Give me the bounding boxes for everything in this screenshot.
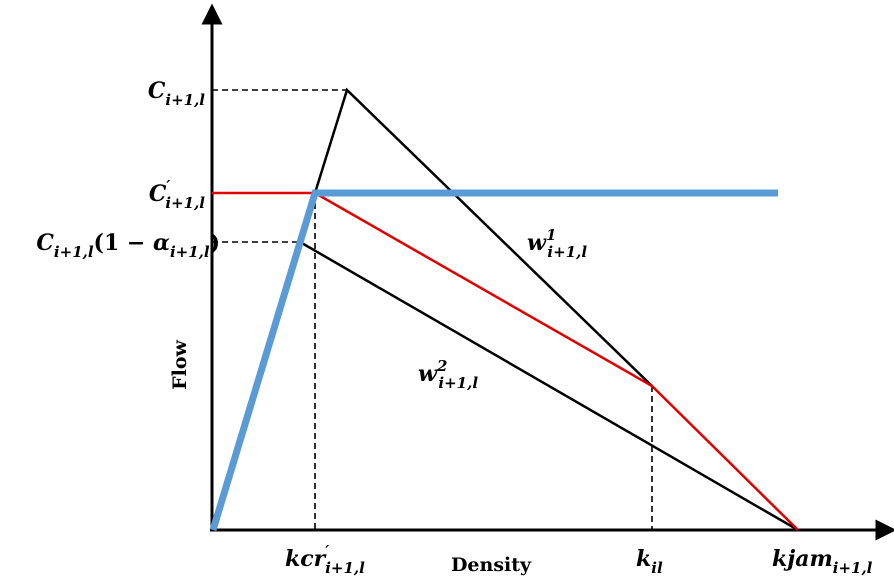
blue-flow-line [209, 189, 778, 532]
label-kjam: kjami+1,l [772, 546, 873, 577]
label-capacity: Ci+1,l [148, 78, 205, 109]
x-axis-title: Density [451, 554, 532, 576]
y-axis-title: Flow [169, 339, 191, 389]
label-kil: kil [636, 546, 663, 577]
label-capacity-prime: C′i+1,l [149, 177, 205, 212]
label-kcr: kcr′i+1,l [285, 542, 365, 577]
flow-density-line-w2 [299, 240, 799, 532]
label-reduced-capacity: Ci+1,l(1 − αi+1,l) [36, 230, 220, 261]
flow-density-line-w1 [313, 87, 653, 387]
reduced-capacity-red-line [212, 191, 799, 531]
